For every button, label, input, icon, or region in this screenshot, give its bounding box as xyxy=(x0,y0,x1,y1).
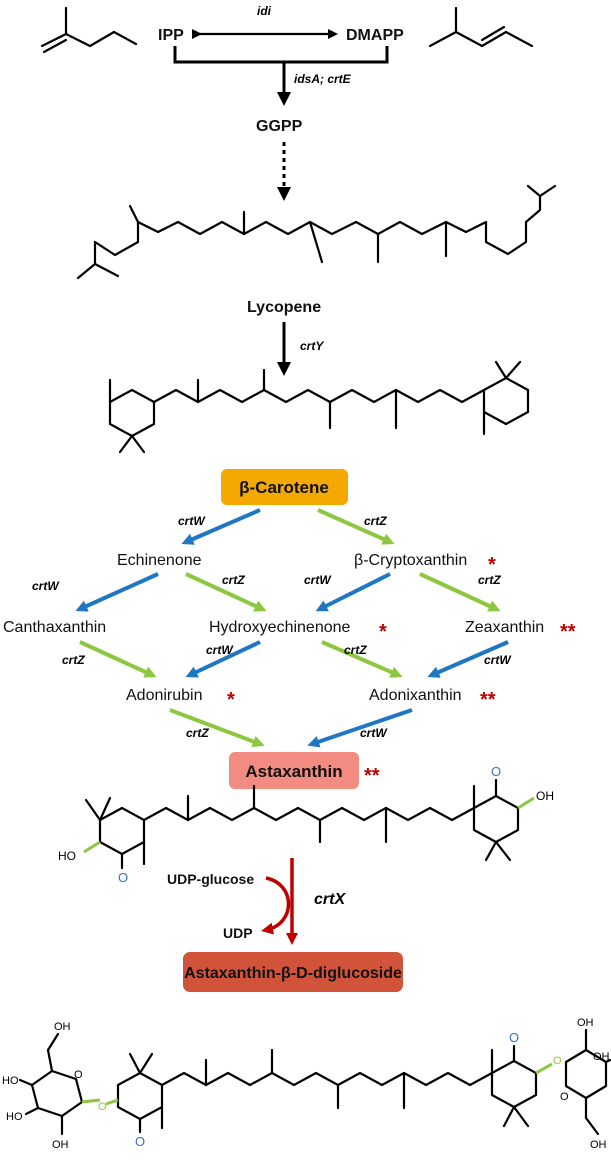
crtz-enzyme-3: crtZ xyxy=(478,573,501,587)
crty-enzyme: crtY xyxy=(300,339,324,353)
beta-carotene-box xyxy=(221,469,348,505)
diglucoside-oh-3: OH xyxy=(577,1017,594,1029)
idsa-crte-enzyme: idsA; crtE xyxy=(294,72,352,86)
diglucoside-glyco-o-left: O xyxy=(98,1101,107,1113)
astaxanthin-ho-left: HO xyxy=(58,849,76,863)
cryptoxanthin-label: β-Cryptoxanthin xyxy=(354,552,467,569)
astaxanthin-stars: ** xyxy=(364,765,380,787)
crtw-enzyme-4: crtW xyxy=(206,643,234,657)
diglucoside-box xyxy=(183,952,403,992)
adonirubin-star: * xyxy=(227,689,235,711)
ipp-label: IPP xyxy=(158,27,184,44)
udp-glucose-label: UDP-glucose xyxy=(167,871,254,887)
diglucoside-keto-o-right: O xyxy=(509,1030,519,1045)
arrow-hydroxyechinenone-adonixanthin xyxy=(321,640,403,678)
arrow-carotene-cryptoxanthin xyxy=(317,508,395,545)
crtw-enzyme-6: crtW xyxy=(360,726,388,740)
lycopene-label: Lycopene xyxy=(247,299,321,316)
crtz-enzyme-1: crtZ xyxy=(364,514,387,528)
ipp-structure xyxy=(40,6,138,54)
astaxanthin-keto-o-right: O xyxy=(491,764,501,779)
diglucoside-ho-1: HO xyxy=(2,1075,19,1087)
crtz-enzyme-5: crtZ xyxy=(344,643,367,657)
adonirubin-label: Adonirubin xyxy=(126,687,203,704)
astaxanthin-keto-o-left: O xyxy=(118,870,128,885)
cryptoxanthin-star: * xyxy=(488,554,496,576)
arrow-canthaxanthin-adonirubin xyxy=(79,640,157,678)
crtw-enzyme-3: crtW xyxy=(304,573,332,587)
canthaxanthin-label: Canthaxanthin xyxy=(3,619,106,636)
beta-carotene-structure xyxy=(108,360,530,454)
crtz-enzyme-4: crtZ xyxy=(62,653,85,667)
lycopene-structure xyxy=(76,184,557,280)
diglucoside-structure xyxy=(18,1028,611,1136)
adonixanthin-label: Adonixanthin xyxy=(369,687,462,704)
dmapp-structure xyxy=(428,6,534,48)
crtx-enzyme: crtX xyxy=(314,891,346,908)
udp-glucose-curved-arrow xyxy=(261,876,291,935)
arrow-adonixanthin-astaxanthin xyxy=(307,708,413,748)
zeaxanthin-stars: ** xyxy=(560,621,576,643)
diglucoside-oh-5: OH xyxy=(590,1139,607,1151)
crtz-enzyme-2: crtZ xyxy=(222,573,245,587)
zeaxanthin-label: Zeaxanthin xyxy=(465,619,544,636)
hydroxyechinenone-star: * xyxy=(379,621,387,643)
crtz-enzyme-6: crtZ xyxy=(186,726,209,740)
diglucoside-ring-o-left: O xyxy=(74,1069,83,1081)
diglucoside-oh-4: OH xyxy=(593,1051,610,1063)
diglucoside-label: Astaxanthin-β-D-diglucoside xyxy=(184,965,402,982)
diglucoside-keto-o-left: O xyxy=(135,1134,145,1149)
astaxanthin-label: Astaxanthin xyxy=(245,762,342,781)
adonixanthin-stars: ** xyxy=(480,689,496,711)
crtw-enzyme-1: crtW xyxy=(178,514,206,528)
ggpp-label: GGPP xyxy=(256,118,303,135)
beta-carotene-label: β-Carotene xyxy=(239,478,329,497)
diglucoside-oh-1: OH xyxy=(54,1021,71,1033)
idi-enzyme: idi xyxy=(257,4,272,18)
diglucoside-oh-2: OH xyxy=(52,1139,69,1151)
arrow-carotene-echinenone xyxy=(181,508,261,545)
hydroxyechinenone-label: Hydroxyechinenone xyxy=(209,619,351,636)
diglucoside-ho-2: HO xyxy=(6,1111,23,1123)
arrow-cryptoxanthin-hydroxyechinenone xyxy=(315,572,391,612)
arrow-echinenone-hydroxyechinenone xyxy=(185,572,267,612)
arrow-adonirubin-astaxanthin xyxy=(169,708,265,748)
diglucoside-glyco-o-right: O xyxy=(553,1055,562,1067)
crtw-enzyme-5: crtW xyxy=(484,653,512,667)
astaxanthin-oh-right: OH xyxy=(536,789,554,803)
condensation-bracket xyxy=(173,46,389,106)
astaxanthin-box xyxy=(229,752,359,789)
udp-label: UDP xyxy=(223,925,253,941)
arrow-zeaxanthin-adonixanthin xyxy=(427,640,509,678)
crtw-enzyme-2: crtW xyxy=(32,579,60,593)
arrow-hydroxyechinenone-adonirubin xyxy=(185,640,261,678)
echinenone-label: Echinenone xyxy=(117,552,202,569)
diglucoside-ring-o-right: O xyxy=(560,1091,569,1103)
dmapp-label: DMAPP xyxy=(346,27,404,44)
arrow-echinenone-canthaxanthin xyxy=(75,572,159,612)
astaxanthin-structure xyxy=(83,778,535,870)
arrow-cryptoxanthin-zeaxanthin xyxy=(419,572,501,612)
